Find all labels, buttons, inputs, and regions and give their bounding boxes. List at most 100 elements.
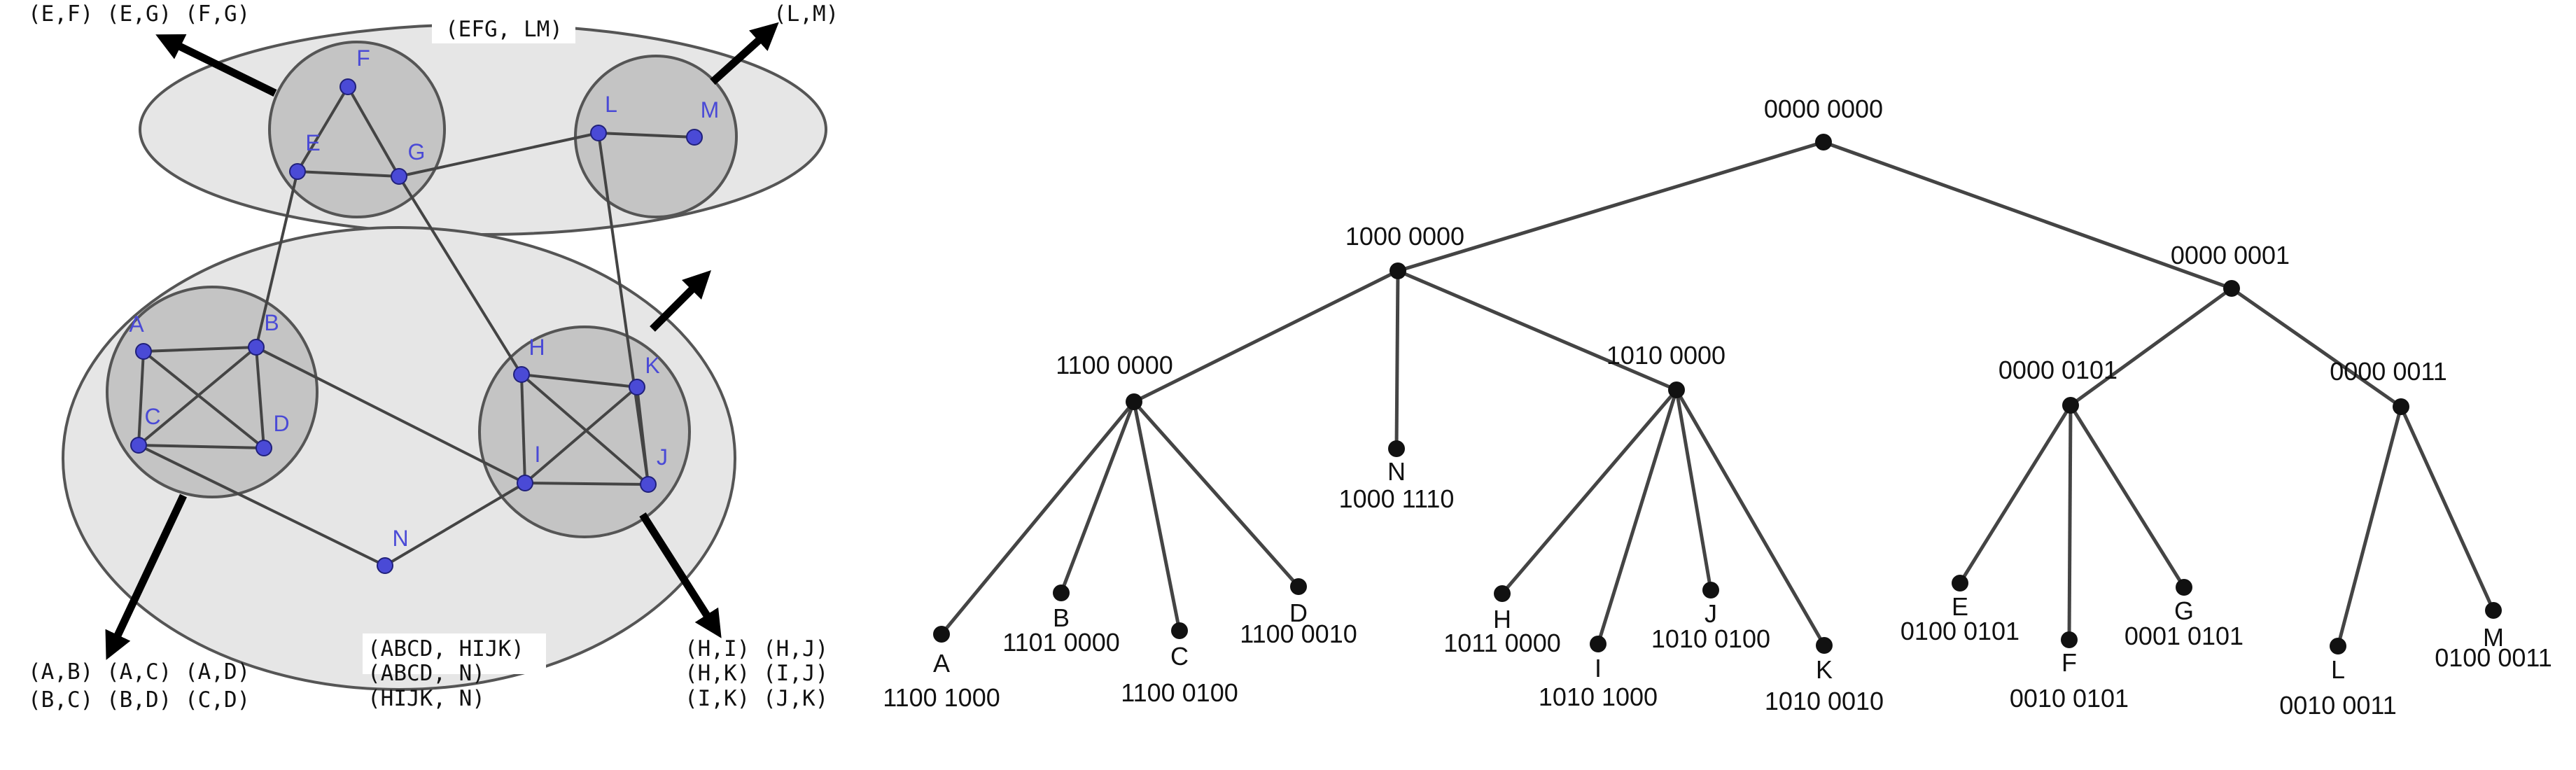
tree-node-code-n0101: 0000 0101 [1998,356,2118,384]
tree-edge-n0101-g [2068,404,2186,589]
tree-node-k [1816,637,1833,654]
arrow-hijk-edges [639,512,722,638]
arrow-layer [105,22,779,660]
graph-node-c [130,437,147,454]
annotation-abcd-line2: (B,C) (B,D) (C,D) [28,687,250,713]
graph-edge-h-i [520,374,526,484]
tree-node-n0011 [2393,398,2409,415]
graph-node-b [248,339,265,356]
tree-node-code-h: 1011 0000 [1443,629,1561,657]
graph-node-label-g: G [408,139,426,164]
graph-node-e [289,163,306,180]
graph-edge-b-i [255,346,526,484]
arrow-hijk-out [650,270,712,332]
tree-edge-n1100-b [1059,401,1136,594]
graph-node-label-i: I [535,442,541,467]
region-layer [62,23,827,691]
tree-node-b [1053,584,1070,601]
annotation-hijk-line2: (H,K) (I,J) [685,661,828,686]
annotation-mid-line1: (ABCD, HIJK) [368,636,524,662]
graph-node-d [255,440,272,456]
tree-node-code-a: 1100 1000 [883,683,1000,712]
annotation-efg-lm: (EFG, LM) [445,17,563,42]
annotation-lm-edge: (L,M) [774,1,839,27]
graph-edge-h-k [521,373,638,388]
graph-node-label-a: A [129,312,144,337]
arrow-lm-edge [710,22,779,85]
tree-node-name-a: A [933,649,950,678]
tree-node-n0101 [2062,397,2079,414]
graph-edge-a-b [143,346,257,353]
graph-edge-a-d [142,350,265,449]
graph-edge-b-d [255,346,265,449]
graph-edge-e-g [297,170,400,178]
tree-edge-n0001-n0101 [2069,286,2233,407]
graph-edge-g-l [398,132,599,178]
tree-edge-n0101-f [2067,405,2073,640]
tree-edge-root-n1000 [1397,140,1824,273]
arrow-efg-edges [155,34,277,97]
tree-edge-root-n0001 [1823,140,2232,290]
graph-edge-n-i [384,482,526,567]
tree-node-g [2176,579,2192,596]
graph-edge-a-c [137,351,145,446]
tree-edge-n1010-h [1501,388,1678,595]
tree-node-code-n1100: 1100 0000 [1056,351,1173,379]
arrow-abcd-edges [105,493,187,660]
tree-edge-n0001-n0011 [2230,286,2402,409]
tree-node-name-d: D [1289,598,1308,627]
tree-node-n1100 [1126,393,1142,410]
tree-node-code-n0011: 0000 0011 [2330,357,2447,386]
tree-node-code-b: 1101 0000 [1002,628,1120,657]
graph-node-m [686,129,703,146]
tree-node-name-i: I [1595,654,1602,682]
tree-node-c [1171,622,1188,639]
tree-node-n1010 [1668,382,1685,398]
tree-node-a [933,626,950,643]
tree-node-i [1590,636,1606,652]
tree-node-e [1952,575,1968,592]
tree-edge-n1100-c [1132,401,1182,631]
tree-edge-n0011-m [2399,405,2496,612]
tree-node-root [1815,134,1832,150]
graph-node-label-n: N [392,526,408,551]
graph-edge-i-k [524,386,638,484]
graph-edge-l-m [598,132,695,139]
graph-node-label-e: E [305,130,320,155]
graph-node-l [590,125,607,141]
annotation-hijk-line1: (H,I) (H,J) [685,636,828,662]
graph-node-label-k: K [645,353,659,378]
tree-node-code-i: 1010 1000 [1539,682,1658,711]
tree-node-code-c: 1100 0100 [1121,678,1238,707]
annotation-abcd-line1: (A,B) (A,C) (A,D) [28,659,250,685]
graph-edge-e-f [296,85,349,173]
tree-edge-n1010-i [1596,389,1679,645]
label-bg-efg-lm [432,14,575,43]
tree-node-code-d: 1100 0010 [1240,620,1357,648]
annotation-hijk-line3: (I,K) (J,K) [685,686,828,711]
tree-node-f [2061,631,2078,648]
tree-node-n0001 [2223,280,2240,297]
graph-node-k [629,379,645,396]
tree-node-j [1702,582,1719,598]
tree-edge-layer [940,140,2496,647]
tree-edge-n0101-e [1958,404,2073,584]
graph-node-h [513,366,530,383]
graph-edge-b-c [137,346,258,447]
graph-edge-g-h [398,175,523,376]
graph-node-label-f: F [356,46,370,71]
tree-node-code-n1010: 1010 0000 [1606,341,1726,370]
annotation-mid-line2: (ABCD, N) [368,661,485,686]
tree-edge-n1000-n1010 [1397,269,1677,392]
label-bg-mid-line1 [363,634,546,674]
graph-edge-layer [137,85,695,567]
graph-node-n [377,557,393,574]
tree-node-name-n: N [1387,457,1406,486]
tree-node-code-n: 1000 1110 [1339,484,1455,513]
graph-node-label-j: J [657,444,668,470]
tree-node-name-b: B [1053,603,1070,632]
tree-edge-n1100-a [940,400,1135,636]
